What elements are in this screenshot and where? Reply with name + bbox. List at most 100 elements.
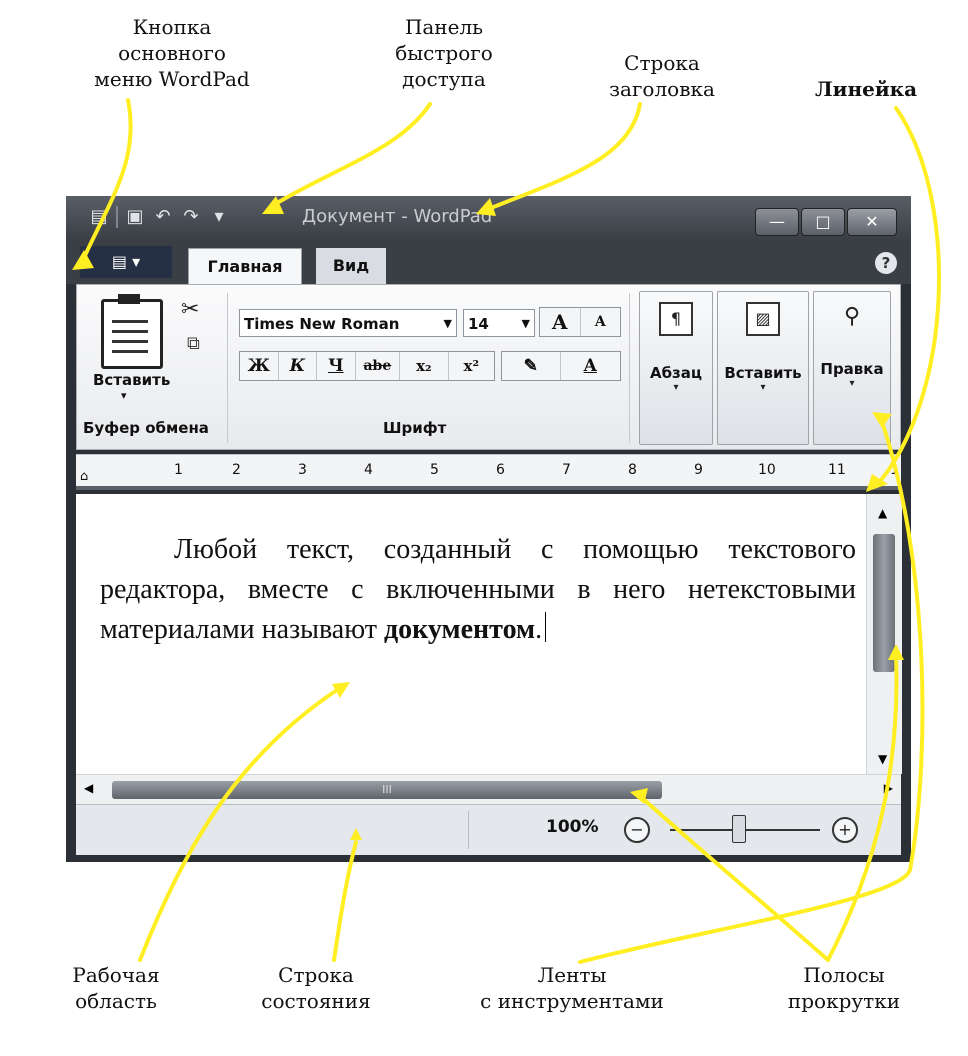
grow-font-button[interactable]: A bbox=[540, 308, 581, 336]
undo-icon[interactable]: ↶ bbox=[155, 206, 171, 227]
group-separator bbox=[227, 293, 228, 443]
ruler-tick: 1 bbox=[890, 462, 899, 478]
annotation-ruler: Линейка bbox=[796, 76, 936, 102]
font-grow-shrink: A A bbox=[539, 307, 621, 337]
arrow-title-bar bbox=[484, 102, 642, 212]
ruler-tick: 1 bbox=[174, 462, 183, 478]
font-color-buttons: ✎ A bbox=[501, 351, 621, 381]
annotation-text: Строка bbox=[278, 963, 354, 987]
vertical-scrollbar[interactable]: ▲ ▼ bbox=[866, 494, 902, 774]
document-bold-text: документом bbox=[384, 614, 536, 645]
font-name-value: Times New Roman bbox=[244, 315, 400, 333]
maximize-button[interactable]: □ bbox=[801, 208, 845, 236]
scroll-left-icon[interactable]: ◀ bbox=[84, 781, 94, 795]
redo-icon[interactable]: ↷ bbox=[183, 206, 199, 227]
scroll-right-icon[interactable]: ▶ bbox=[883, 781, 893, 795]
ruler-tick: 8 bbox=[628, 462, 637, 478]
ruler-tick: 6 bbox=[496, 462, 505, 478]
annotation-work-area: Рабочая область bbox=[46, 962, 186, 1014]
vertical-scroll-thumb[interactable] bbox=[873, 534, 895, 672]
title-bar: ▤ ▣ ↶ ↷ ▾ Документ - WordPad — □ ✕ bbox=[66, 196, 911, 240]
annotation-text: Панель bbox=[404, 15, 484, 39]
annotation-text: Ленты bbox=[537, 963, 607, 987]
bold-button[interactable]: Ж bbox=[240, 352, 279, 380]
annotation-text: меню WordPad bbox=[94, 67, 250, 91]
ruler-tick: 10 bbox=[758, 462, 776, 478]
chevron-down-icon: ▼ bbox=[443, 317, 452, 330]
ruler-tick: 3 bbox=[298, 462, 307, 478]
zoom-out-button[interactable]: − bbox=[624, 817, 650, 843]
tab-home[interactable]: Главная bbox=[188, 248, 302, 285]
font-name-select[interactable]: Times New Roman ▼ bbox=[239, 309, 457, 337]
chevron-down-icon: ▾ bbox=[849, 378, 855, 389]
ruler[interactable]: ⌂ 1 2 3 4 5 6 7 8 9 10 11 1 bbox=[76, 454, 901, 490]
annotation-text: с инструментами bbox=[480, 989, 664, 1013]
document-area[interactable]: Любой текст, созданный с помощью текстов… bbox=[76, 494, 866, 774]
ruler-indent-marker[interactable]: ⌂ bbox=[80, 469, 89, 484]
font-style-buttons: Ж К Ч abe x₂ x² bbox=[239, 351, 495, 381]
ruler-tick: 2 bbox=[232, 462, 241, 478]
document-text-end: . bbox=[535, 614, 543, 645]
clipboard-group-label: Буфер обмена bbox=[83, 419, 209, 437]
document-icon: ▤ bbox=[90, 206, 108, 227]
ruler-tick: 5 bbox=[430, 462, 439, 478]
wordpad-window: ▤ ▣ ↶ ↷ ▾ Документ - WordPad — □ ✕ ▤ ▾ Г… bbox=[66, 196, 911, 862]
font-size-value: 14 bbox=[468, 315, 489, 333]
insert-button[interactable]: ▨ Вставить ▾ bbox=[717, 291, 809, 445]
strikethrough-button[interactable]: abe bbox=[356, 352, 401, 380]
ribbon: ✂ ⧉ Вставить ▾ Буфер обмена Times New Ro… bbox=[76, 284, 901, 450]
annotation-quick-access: Панель быстрого доступа bbox=[354, 14, 534, 92]
close-button[interactable]: ✕ bbox=[847, 208, 897, 236]
annotation-title-bar: Строка заголовка bbox=[582, 50, 742, 102]
help-icon[interactable]: ? bbox=[875, 252, 897, 274]
annotation-text: заголовка bbox=[609, 77, 715, 101]
window-title: Документ - WordPad bbox=[302, 206, 493, 227]
minimize-button[interactable]: — bbox=[755, 208, 799, 236]
edit-button[interactable]: ⚲ Правка ▾ bbox=[813, 291, 891, 445]
scroll-down-icon[interactable]: ▼ bbox=[878, 752, 888, 766]
highlight-pen-icon[interactable]: ✎ bbox=[502, 352, 561, 380]
paste-button-label[interactable]: Вставить bbox=[93, 371, 171, 389]
copy-icon[interactable]: ⧉ bbox=[187, 333, 200, 354]
annotation-ribbons: Ленты с инструментами bbox=[452, 962, 692, 1014]
chevron-down-icon: ▾ bbox=[673, 382, 679, 393]
annotation-text: Рабочая bbox=[72, 963, 160, 987]
save-icon[interactable]: ▣ bbox=[126, 206, 144, 227]
wordpad-menu-button[interactable]: ▤ ▾ bbox=[80, 246, 172, 278]
window-controls: — □ ✕ bbox=[755, 208, 897, 236]
tab-view[interactable]: Вид bbox=[316, 248, 386, 284]
edit-label: Правка bbox=[820, 360, 884, 378]
document-text[interactable]: Любой текст, созданный с помощью текстов… bbox=[100, 530, 856, 650]
underline-button[interactable]: Ч bbox=[317, 352, 356, 380]
paste-dropdown-icon[interactable]: ▾ bbox=[121, 389, 127, 402]
customize-dropdown-icon[interactable]: ▾ bbox=[214, 206, 224, 227]
shrink-font-button[interactable]: A bbox=[594, 314, 606, 330]
zoom-slider-thumb[interactable] bbox=[732, 815, 746, 843]
subscript-button[interactable]: x₂ bbox=[400, 352, 449, 380]
horizontal-scrollbar[interactable]: ◀ III ▶ bbox=[76, 774, 901, 805]
annotation-text: Полосы bbox=[803, 963, 885, 987]
annotation-text: Кнопка bbox=[132, 15, 212, 39]
paste-icon[interactable] bbox=[101, 294, 163, 369]
font-size-select[interactable]: 14 ▼ bbox=[463, 309, 535, 337]
font-group-label: Шрифт bbox=[383, 419, 447, 437]
italic-button[interactable]: К bbox=[279, 352, 318, 380]
annotation-scrollbars: Полосы прокрутки bbox=[754, 962, 934, 1014]
ruler-tick: 9 bbox=[694, 462, 703, 478]
picture-icon: ▨ bbox=[746, 302, 780, 336]
paragraph-icon: ¶ bbox=[659, 302, 693, 336]
annotation-text: Строка bbox=[624, 51, 700, 75]
annotation-status-bar: Строка состояния bbox=[246, 962, 386, 1014]
status-separator bbox=[468, 811, 469, 849]
paragraph-button[interactable]: ¶ Абзац ▾ bbox=[639, 291, 713, 445]
zoom-in-button[interactable]: + bbox=[832, 817, 858, 843]
toolbar-separator bbox=[116, 206, 118, 228]
annotation-text: прокрутки bbox=[787, 989, 901, 1013]
annotation-text: доступа bbox=[402, 67, 486, 91]
superscript-button[interactable]: x² bbox=[463, 357, 480, 375]
scroll-up-icon[interactable]: ▲ bbox=[878, 506, 888, 520]
horizontal-scroll-thumb[interactable]: III bbox=[112, 781, 662, 799]
cut-icon[interactable]: ✂ bbox=[181, 297, 200, 322]
font-color-button[interactable]: A bbox=[583, 356, 597, 376]
chevron-down-icon: ▼ bbox=[521, 317, 530, 330]
